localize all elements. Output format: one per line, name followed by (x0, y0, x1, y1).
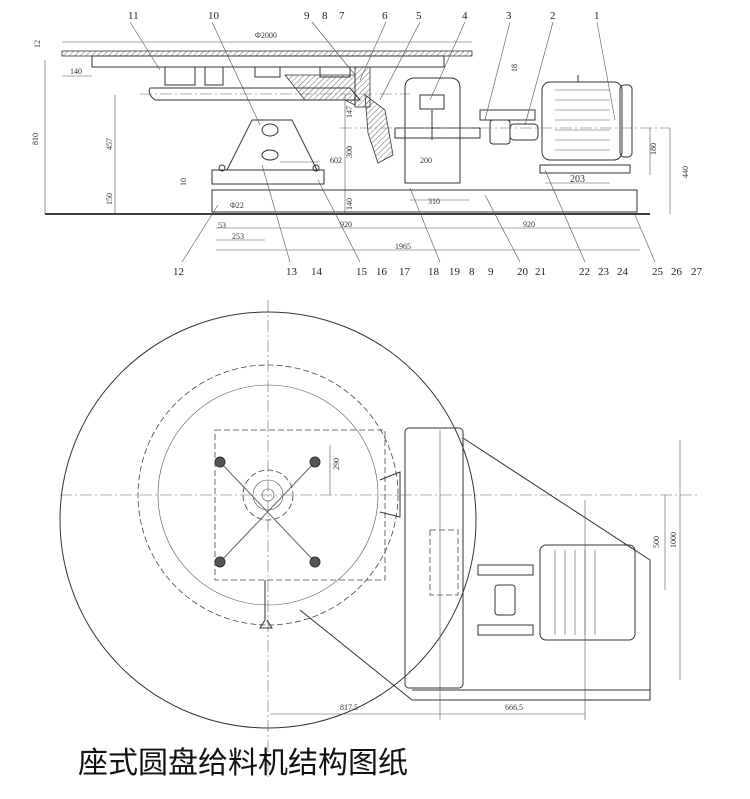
dim-reducer-width: 200 (420, 156, 432, 165)
part-label: 11 (128, 10, 139, 22)
part-label: 20 (517, 266, 529, 278)
part-label: 4 (462, 10, 468, 22)
part-labels-bottom: 12 13 14 15 16 17 18 19 8 9 20 21 22 23 … (173, 164, 703, 278)
drive-shaft (259, 580, 273, 629)
gear-housing (284, 74, 356, 106)
disc-ribs (164, 67, 351, 86)
dim-motor-offset: 500 (652, 536, 661, 548)
support-bore (261, 123, 279, 137)
dim-right-length: 666.5 (505, 703, 523, 712)
part-label: 2 (550, 10, 556, 22)
part-label: 21 (535, 266, 546, 278)
dim-total-height: 810 (31, 133, 40, 145)
dim-base-height: 150 (105, 193, 114, 205)
coupling-top (494, 584, 516, 616)
dim-disc-diameter: Φ2000 (255, 31, 277, 40)
bevel-gear (364, 94, 394, 164)
side-view: Φ2000 12 140 18 810 457 147 300 602 200 … (31, 10, 703, 278)
dim-reducer-base: 140 (345, 198, 354, 210)
dim-rim-offset: 140 (70, 67, 82, 76)
dim-reducer-height: 300 (345, 146, 354, 158)
drawing-caption: 座式圆盘给料机结构图纸 (78, 746, 408, 781)
part-label: 10 (208, 10, 220, 22)
coupling (489, 119, 511, 145)
motor-base (539, 164, 631, 174)
dim-motor-total: 440 (681, 166, 690, 178)
part-label: 12 (173, 266, 184, 278)
support-base (211, 169, 325, 185)
spider-arms (214, 456, 321, 568)
part-label: 9 (304, 10, 310, 22)
part-label: 13 (286, 266, 298, 278)
part-label: 25 (652, 266, 664, 278)
dim-gear-height: 147 (345, 106, 354, 118)
part-label: 7 (339, 10, 345, 22)
part-label: 6 (382, 10, 388, 22)
part-label: 27 (691, 266, 703, 278)
part-labels-top: 11 10 9 8 7 6 5 4 3 2 1 (128, 10, 616, 126)
part-label: 1 (594, 10, 600, 22)
part-label: 14 (311, 266, 323, 278)
disc-plate (61, 50, 473, 57)
support-stand (226, 119, 318, 171)
part-label: 5 (416, 10, 422, 22)
dim-bolt-dia: Φ22 (230, 201, 244, 210)
dim-shaft-offset: 602 (330, 156, 342, 165)
dim-reducer-foot: 310 (428, 197, 440, 206)
part-label: 22 (579, 266, 590, 278)
dim-gap: 18 (510, 64, 519, 72)
dim-arm-offset: 290 (332, 458, 341, 470)
dim-left-length: 817.5 (340, 703, 358, 712)
disc-rim (91, 55, 445, 68)
dim-right-span: 920 (523, 220, 535, 229)
motor-top (539, 544, 636, 641)
part-label: 9 (488, 266, 494, 278)
dim-edge-offset: 53 (218, 221, 226, 230)
reducer-shaft (394, 127, 481, 139)
part-label: 15 (356, 266, 368, 278)
dim-bolt-spacing: 253 (232, 232, 244, 241)
reducer-top (404, 427, 464, 689)
part-label: 3 (506, 10, 512, 22)
base-frame (211, 189, 638, 213)
part-label: 26 (671, 266, 683, 278)
dim-disc-thickness: 12 (33, 40, 42, 48)
part-label: 16 (376, 266, 388, 278)
part-label: 19 (449, 266, 461, 278)
dim-motor-base: 203 (570, 174, 585, 185)
dim-base-gap: 10 (179, 178, 188, 186)
part-label: 23 (598, 266, 610, 278)
dim-motor-height: 180 (649, 143, 658, 155)
reducer (404, 77, 461, 184)
dim-total-length: 1965 (395, 242, 411, 251)
dim-left-span: 920 (340, 220, 352, 229)
dim-frame-width: 1000 (669, 532, 678, 548)
part-label: 8 (469, 266, 475, 278)
base-frame-top (299, 437, 651, 701)
part-label: 18 (428, 266, 440, 278)
top-view: 290 500 1000 817.5 666.5 (59, 300, 700, 780)
scraper (379, 471, 401, 518)
part-label: 24 (617, 266, 629, 278)
part-label: 8 (322, 10, 328, 22)
dim-arm-height: 457 (105, 138, 114, 150)
part-label: 17 (399, 266, 411, 278)
motor (541, 81, 623, 161)
